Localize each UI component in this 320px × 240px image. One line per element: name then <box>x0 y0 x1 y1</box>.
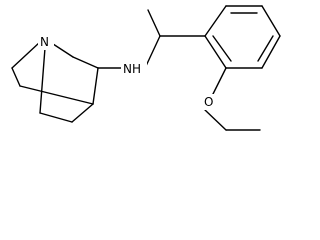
bond-c6-n1 <box>39 47 46 114</box>
amine-atom-label: NH <box>123 62 141 76</box>
bond-c2-c3 <box>72 56 99 69</box>
bond-c3-c4 <box>92 67 99 105</box>
nitrogen-label-bg <box>38 34 54 50</box>
nitrogen-atom-label: N <box>40 35 49 49</box>
benzene-ring <box>204 5 281 69</box>
ring-double-bond-c <box>212 35 232 62</box>
bond-ch-methyl <box>147 9 161 37</box>
ethoxy-group <box>204 67 261 131</box>
chemical-structure: N NH O <box>11 5 281 131</box>
oxygen-label-bg <box>202 94 218 110</box>
bond-c7-c4 <box>19 85 94 105</box>
ring-bond-4 <box>261 35 281 69</box>
bond-aryl-o <box>212 67 227 95</box>
ring-bond-6 <box>204 35 227 69</box>
bond-c8-c7 <box>11 67 21 87</box>
quinuclidine-ring <box>11 41 99 123</box>
amine-linker <box>97 9 206 69</box>
ring-bond-3 <box>261 5 281 37</box>
bond-nh-ch <box>145 35 161 67</box>
bond-c5-c6 <box>39 112 73 123</box>
bond-c4-c5 <box>71 103 94 123</box>
amine-label-bg <box>121 60 147 76</box>
bond-o-ch2 <box>204 109 227 131</box>
ring-double-bond-b <box>257 35 274 62</box>
ring-bond-1 <box>204 5 227 37</box>
oxygen-atom-label: O <box>204 95 213 109</box>
bond-n1-c8 <box>11 41 41 69</box>
